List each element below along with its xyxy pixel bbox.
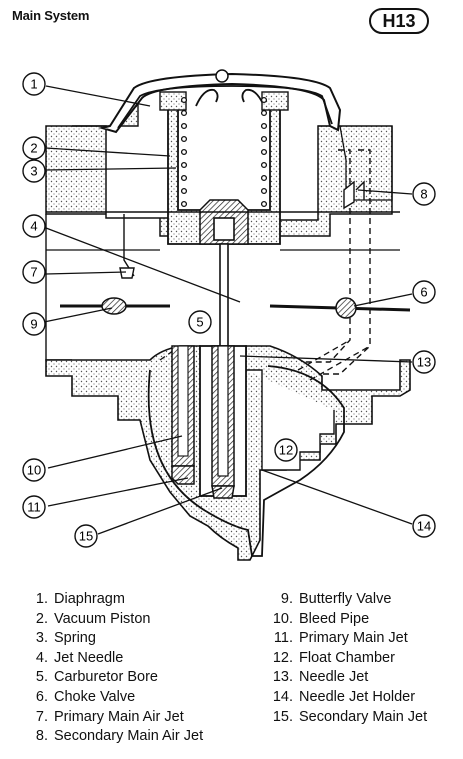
legend-item: 1. Diaphragm <box>26 590 206 610</box>
callout-6: 6 <box>412 280 436 304</box>
callout-10: 10 <box>22 458 46 482</box>
legend-number: 15. <box>272 708 293 725</box>
legend-label: Diaphragm <box>54 591 125 607</box>
callout-7: 7 <box>22 260 46 284</box>
upper-body-right <box>277 125 393 237</box>
legend-item: 11. Primary Main Jet <box>269 629 427 649</box>
secondary-main-jet <box>211 485 235 499</box>
callout-3: 3 <box>22 159 46 183</box>
legend-item: 7. Primary Main Air Jet <box>26 708 206 728</box>
legend-item: 15. Secondary Main Jet <box>269 708 427 728</box>
legend-label: Secondary Main Jet <box>299 708 428 725</box>
legend-label: Needle Jet <box>299 669 369 686</box>
legend-number: 3. <box>35 630 48 647</box>
callout-10-label: 10 <box>27 463 41 478</box>
legend-item: 14. Needle Jet Holder <box>269 688 427 708</box>
callout-12: 12 <box>274 438 298 462</box>
legend-label: Bleed Pipe <box>299 610 370 627</box>
page-title: Main System <box>12 8 90 23</box>
leader-lines <box>43 85 413 535</box>
legend-label: Spring <box>54 630 96 647</box>
callout-12-label: 12 <box>279 443 293 458</box>
callout-5-label: 5 <box>196 315 203 330</box>
legend-item: 12. Float Chamber <box>269 649 427 669</box>
callout-8: 8 <box>412 182 436 206</box>
legend-number: 5. <box>35 669 48 686</box>
legend-label: Choke Valve <box>54 688 136 705</box>
choke-valve <box>335 297 357 319</box>
spring-coils <box>180 96 268 208</box>
legend-label: Vacuum Piston <box>54 610 151 627</box>
needle-jet-bore <box>217 345 229 477</box>
diaphragm-membrane <box>117 85 333 129</box>
legend-number: 12. <box>272 649 293 666</box>
callout-4: 4 <box>22 214 46 238</box>
spring-seat-hook <box>195 88 265 107</box>
legend-label: Needle Jet Holder <box>299 688 416 705</box>
legend-number: 10. <box>272 610 293 627</box>
callout-6-label: 6 <box>420 285 427 300</box>
legend-item: 13. Needle Jet <box>269 668 427 688</box>
legend-column-left: 1. Diaphragm 2. Vacuum Piston 3. Spring 4. J… <box>26 590 206 747</box>
legend-column-right: 9. Butterfly Valve 10. Bleed Pipe 11. Prima… <box>269 590 427 727</box>
callout-9: 9 <box>22 312 46 336</box>
legend-number: 2. <box>35 610 48 627</box>
legend-number: 13. <box>272 669 293 686</box>
legend-label: Float Chamber <box>299 649 395 666</box>
needle-clip <box>213 217 235 241</box>
legend-item: 5. Carburetor Bore <box>26 668 206 688</box>
callout-4-label: 4 <box>30 219 37 234</box>
callout-11: 11 <box>22 495 46 519</box>
legend-label: Primary Main Air Jet <box>54 708 184 725</box>
legend-item: 10. Bleed Pipe <box>269 610 427 630</box>
callout-8-label: 8 <box>420 187 427 202</box>
callout-14: 14 <box>412 514 436 538</box>
air-jet-left <box>119 267 135 279</box>
legend-label: Primary Main Jet <box>299 630 408 647</box>
legend-label: Carburetor Bore <box>54 669 158 686</box>
callout-9-label: 9 <box>30 317 37 332</box>
callout-15-label: 15 <box>79 529 93 544</box>
legend-item: 4. Jet Needle <box>26 649 206 669</box>
primary-main-jet <box>171 465 195 485</box>
callout-3-label: 3 <box>30 164 37 179</box>
float-chamber <box>147 365 345 557</box>
legend-number: 4. <box>35 649 48 666</box>
legend-number: 8. <box>35 728 48 745</box>
callout-13-label: 13 <box>417 355 431 370</box>
legend-label: Butterfly Valve <box>299 591 392 607</box>
callout-2: 2 <box>22 136 46 160</box>
callout-2-label: 2 <box>30 141 37 156</box>
callout-13: 13 <box>412 350 436 374</box>
legend-number: 14. <box>272 688 293 705</box>
cover-vent <box>215 69 229 83</box>
callout-1-label: 1 <box>30 77 37 92</box>
callout-15: 15 <box>74 524 98 548</box>
callout-5: 5 <box>188 310 212 334</box>
legend-item-wrapped: 8. Secondary Main Air Jet <box>26 727 206 747</box>
legend-number: 7. <box>35 708 48 725</box>
air-passage-left <box>45 214 135 361</box>
butterfly-valve <box>101 297 127 315</box>
legend-item: 9. Butterfly Valve <box>269 590 427 610</box>
carburetor-diagram: 1 2 3 4 5 6 7 8 9 10 11 12 13 14 15 <box>22 69 436 561</box>
page-code-badge: H13 <box>369 8 429 34</box>
callout-14-label: 14 <box>417 519 431 534</box>
legend-number: 1. <box>35 591 48 607</box>
legend-number: 6. <box>35 688 48 705</box>
float-chamber-inner <box>246 369 335 471</box>
legend-label: Jet Needle <box>54 649 124 666</box>
legend-label: Secondary Main Air Jet <box>54 728 204 745</box>
legend-number: 11. <box>273 630 293 647</box>
legend-item: 6. Choke Valve <box>26 688 206 708</box>
callout-1: 1 <box>22 72 46 96</box>
legend-item: 3. Spring <box>26 629 206 649</box>
legend-number: 9. <box>280 591 293 607</box>
callout-11-label: 11 <box>27 500 41 515</box>
bleed-pipe-bore <box>177 345 189 457</box>
legend-item: 2. Vacuum Piston <box>26 610 206 630</box>
air-jet-right <box>343 180 365 210</box>
upper-body-casting <box>45 125 171 237</box>
callout-7-label: 7 <box>30 265 37 280</box>
